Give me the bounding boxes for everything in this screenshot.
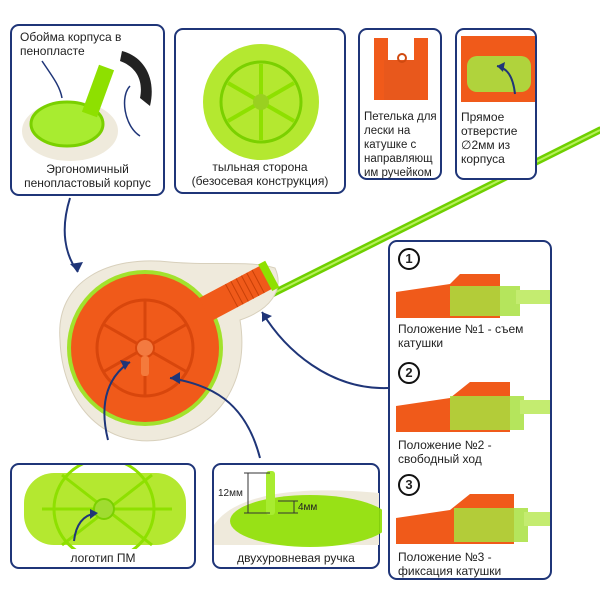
position-2: 2 Положение №2 - свободный ход (390, 356, 550, 466)
fishing-rod-highlight (269, 129, 600, 296)
panel-handle: 12мм 4мм двухуровневая ручка (212, 463, 382, 569)
position-3-illustration (396, 494, 550, 544)
hole-illustration (461, 36, 535, 102)
back-side-label: тыльная сторона (безосевая конструкция) (191, 160, 329, 188)
handle-label: двухуровневая ручка (237, 551, 355, 565)
position-2-illustration (396, 382, 550, 432)
line-loop-illustration (374, 38, 428, 100)
arrow-handle (169, 377, 261, 459)
position-2-label: Положение №2 - свободный ход (398, 438, 492, 466)
panel-hole: Прямое отверстие ∅2мм из корпуса (455, 28, 537, 180)
logo-label: логотип ПМ (70, 551, 136, 565)
foam-holder-label: Обойма корпуса в пенопласте (20, 30, 122, 58)
position-number-2: 2 (398, 362, 420, 384)
back-side-illustration (203, 44, 319, 160)
spool-latch (199, 260, 280, 322)
height-12mm-label: 12мм (218, 488, 243, 499)
hole-label: Прямое отверстие ∅2мм из корпуса (461, 110, 518, 166)
position-number-3: 3 (398, 474, 420, 496)
line-loop-label: Петелька для лески на катушке с направля… (364, 111, 437, 179)
logo-illustration (24, 465, 186, 549)
panel-foam-body: Обойма корпуса в пенопласте Эргономичный… (10, 24, 165, 196)
position-3: 3 Положение №3 - фиксация катушки (390, 468, 550, 578)
handle-illustration (214, 471, 382, 547)
height-4mm-label: 4мм (298, 502, 318, 513)
panel-back-side: тыльная сторона (безосевая конструкция) (174, 28, 346, 194)
panel-line-loop: Петелька для лески на катушке с направля… (358, 28, 442, 180)
arrow-foam-body (63, 197, 79, 273)
position-1-illustration (396, 274, 550, 318)
position-number-1: 1 (398, 248, 420, 270)
arrowheads (70, 262, 272, 384)
ergonomic-body-label: Эргономичный пенопластовый корпус (24, 162, 151, 190)
pm-logo-mark (135, 338, 155, 358)
position-1-label: Положение №1 - съем катушки (398, 322, 524, 350)
panel-latch-positions: 1 Положение №1 - съем катушки 2 Положени… (388, 240, 552, 580)
arrow-latch (261, 311, 389, 390)
foam-body-illustration (22, 51, 152, 161)
panel-logo: логотип ПМ (10, 463, 196, 569)
position-1: 1 Положение №1 - съем катушки (390, 242, 550, 352)
spool-handle-knob (141, 356, 149, 376)
main-reel (59, 260, 280, 442)
position-3-label: Положение №3 - фиксация катушки (398, 550, 502, 578)
